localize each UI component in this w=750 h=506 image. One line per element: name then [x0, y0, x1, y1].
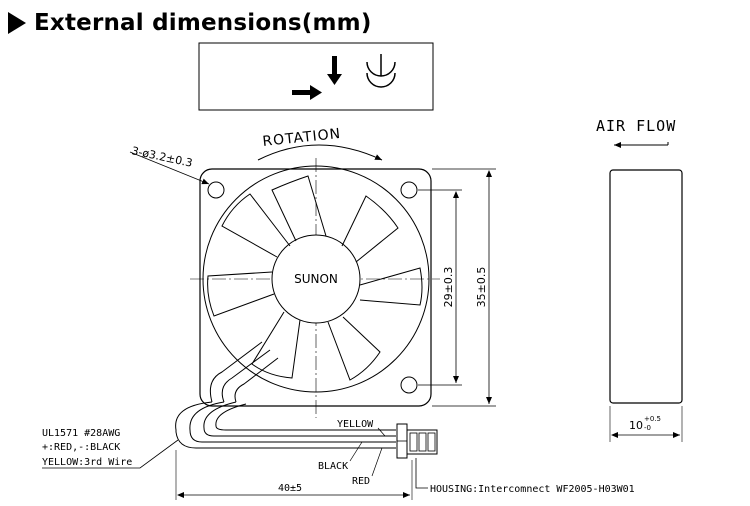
wire-red-label: RED [352, 476, 370, 487]
hole-label: 3-ø3.2±0.3 [130, 144, 193, 170]
section-heading: External dimensions(mm) [8, 6, 372, 40]
mounting-hole [400, 181, 418, 199]
down-arrow-icon [327, 56, 342, 85]
wire-spec-line3: YELLOW:3rd Wire [42, 457, 132, 468]
mounting-hole [207, 181, 225, 199]
dim-thickness-label: 10 [629, 419, 643, 432]
dim-hole-pitch [418, 189, 462, 386]
fan-side-view [609, 169, 683, 442]
right-arrow-icon [292, 85, 322, 100]
dim-thickness-minus: -0 [644, 424, 651, 432]
dim-frame [432, 168, 496, 407]
fan-front-view [190, 158, 440, 418]
rotation-arc-icon [257, 144, 383, 161]
wire-yellow-label: YELLOW [337, 419, 374, 430]
mounting-hole [400, 376, 418, 394]
direction-symbol-box [198, 42, 434, 111]
lead-wires [175, 401, 396, 449]
dim-frame-label: 35±0.5 [475, 267, 488, 308]
dim-hole-pitch-label: 29±0.3 [442, 267, 455, 308]
section-title: External dimensions(mm) [34, 10, 372, 36]
brand-label: SUNON [294, 272, 338, 286]
dim-lead-length-label: 40±5 [278, 483, 302, 494]
connector-housing [396, 423, 438, 459]
wire-spec-line1: UL1571 #28AWG [42, 428, 120, 439]
ground-symbol-icon [366, 54, 396, 88]
dim-lead-length [175, 450, 413, 500]
air-flow-label: AIR FLOW [596, 117, 676, 135]
wire-spec-line2: +:RED,-:BLACK [42, 442, 120, 453]
triangle-bullet-icon [8, 12, 26, 34]
housing-label: HOUSING:Intercomnect WF2005-H03W01 [430, 484, 635, 495]
wire-black-label: BLACK [318, 461, 348, 472]
air-flow-arrow-icon [614, 142, 669, 148]
dim-thickness-plus: +0.5 [644, 415, 661, 423]
